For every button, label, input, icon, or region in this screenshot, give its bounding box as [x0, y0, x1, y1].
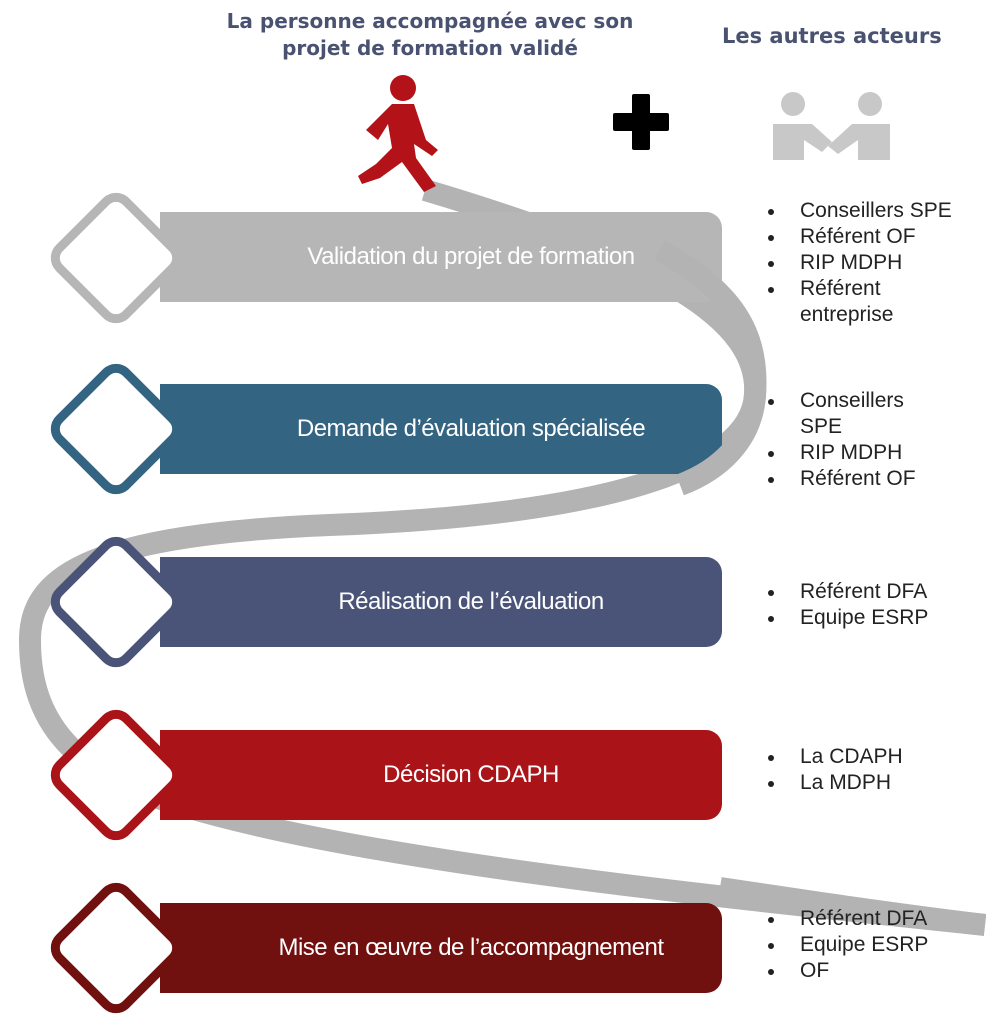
person-header-title: La personne accompagnée avec son projet …: [226, 9, 634, 60]
list-item: OF: [760, 958, 980, 984]
list-item: RIP MDPH: [760, 440, 980, 466]
step-bar-demande: Demande d’évaluation spécialisée: [160, 384, 722, 474]
list-item: Référent DFA: [760, 906, 980, 932]
list-item: Equipe ESRP: [760, 932, 980, 958]
step-diamond-decision: [50, 709, 182, 841]
actors-list-realisation: Référent DFA Equipe ESRP: [760, 579, 980, 631]
step-diamond-demande: [50, 363, 182, 495]
step-bar-mise-en-oeuvre: Mise en œuvre de l’accompagnement: [160, 903, 722, 993]
actors-list-mise-en-oeuvre: Référent DFA Equipe ESRP OF: [760, 906, 980, 984]
step-bar-realisation: Réalisation de l’évaluation: [160, 557, 722, 647]
step-diamond-validation: [50, 192, 182, 324]
walking-person-icon: [358, 75, 438, 192]
step-label-mise-en-oeuvre: Mise en œuvre de l’accompagnement: [278, 934, 664, 961]
step-label-demande: Demande d’évaluation spécialisée: [296, 415, 646, 442]
step-label-realisation: Réalisation de l’évaluation: [338, 588, 604, 615]
step-label-validation: Validation du projet de formation: [307, 243, 635, 270]
step-bar-validation: Validation du projet de formation: [160, 212, 722, 302]
list-item: Equipe ESRP: [760, 605, 980, 631]
list-item: Conseillers SPE: [760, 388, 910, 440]
step-diamond-realisation: [50, 536, 182, 668]
actors-header-title: Les autres acteurs: [722, 24, 942, 48]
plus-icon: [613, 94, 669, 150]
list-item: Référent DFA: [760, 579, 980, 605]
list-item: RIP MDPH: [760, 250, 980, 276]
handshake-icon: [773, 92, 890, 160]
list-item: Référent OF: [760, 224, 980, 250]
actors-list-demande: Conseillers SPE RIP MDPH Référent OF: [760, 388, 980, 492]
list-item: La CDAPH: [760, 744, 980, 770]
list-item: Conseillers SPE: [760, 198, 980, 224]
list-item: La MDPH: [760, 770, 980, 796]
actors-list-decision: La CDAPH La MDPH: [760, 744, 980, 796]
step-label-decision: Décision CDAPH: [383, 761, 559, 788]
list-item: Référent OF: [760, 466, 980, 492]
step-diamond-mise-en-oeuvre: [50, 882, 182, 1014]
actors-list-validation: Conseillers SPE Référent OF RIP MDPH Réf…: [760, 198, 980, 328]
list-item: Référent entreprise: [760, 276, 910, 328]
step-bar-decision: Décision CDAPH: [160, 730, 722, 820]
